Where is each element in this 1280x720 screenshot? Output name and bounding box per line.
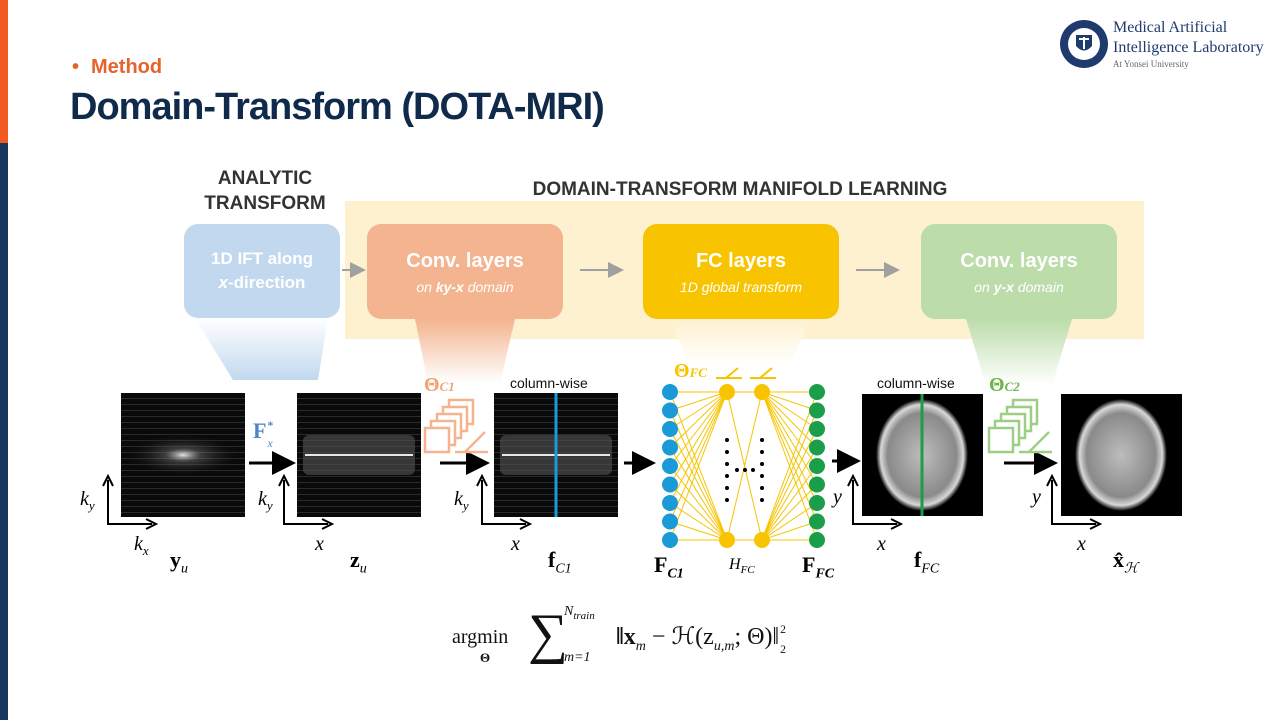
conv2-funnel	[966, 319, 1072, 385]
hidden-node	[719, 532, 735, 548]
hidden-node	[754, 532, 770, 548]
input-node	[662, 532, 678, 548]
axes-group	[102, 473, 1103, 530]
axis-label-x: x	[315, 533, 324, 555]
fc-ellipsis-dots	[725, 438, 764, 502]
var-Ffc: FFC	[802, 552, 835, 582]
var-yu: yu	[170, 547, 188, 577]
manifold-learning-header: DOMAIN-TRANSFORM MANIFOLD LEARNING	[532, 179, 948, 200]
input-node	[662, 495, 678, 511]
conv-layers-y-x-box: Conv. layers on y-x domain	[921, 224, 1117, 319]
ift-box: 1D IFT along x-direction	[184, 224, 340, 318]
column-wise-label: column-wise	[510, 375, 588, 391]
theta-c1: ΘC1	[424, 374, 455, 396]
output-node	[809, 532, 825, 548]
theta-fc: ΘFC	[674, 360, 707, 382]
activation-icons	[716, 367, 776, 379]
conv-filter-icon-c2	[987, 398, 1052, 454]
var-ffc: fFC	[914, 547, 940, 577]
theta-c2: ΘC2	[989, 374, 1020, 396]
output-node	[809, 495, 825, 511]
kspace-center	[123, 433, 243, 477]
column-wise-label: column-wise	[877, 375, 955, 391]
axis-label-kx: kx	[134, 533, 149, 558]
axis-label-ky: ky	[454, 488, 469, 513]
var-Hfc: HFC	[729, 556, 755, 577]
conv-layers-ky-x-box: Conv. layers on ky-x domain	[367, 224, 563, 319]
input-node	[662, 439, 678, 456]
ift-funnel	[195, 318, 328, 380]
output-node	[809, 384, 825, 400]
fc-layers-box: FC layers 1D global transform	[643, 224, 839, 319]
output-node	[809, 476, 825, 493]
university-seal-icon	[1060, 20, 1108, 68]
axis-label-y: y	[1032, 486, 1041, 508]
axis-label-ky: ky	[80, 488, 95, 513]
axis-label-x: x	[511, 533, 520, 555]
hidden-node	[754, 384, 770, 400]
input-node	[662, 476, 678, 493]
axis-label-ky: ky	[258, 488, 273, 513]
output-node	[809, 439, 825, 456]
input-node	[662, 458, 678, 474]
axis-label-x: x	[877, 533, 886, 555]
fc-network-nodes	[662, 384, 825, 548]
axis-label-x: x	[1077, 533, 1086, 555]
objective-formula: argmin Θ ∑ Ntrain m=1 ‖xm − ℋ(zu,m; Θ)‖2…	[452, 603, 786, 665]
var-Fc1: FC1	[654, 552, 684, 582]
output-node	[809, 513, 825, 530]
lab-logo-text: Medical Artificial Intelligence Laborato…	[1113, 19, 1264, 69]
output-node	[809, 402, 825, 419]
section-label: •Method	[72, 56, 163, 78]
output-node	[809, 458, 825, 474]
var-xh: x̂ℋ	[1113, 547, 1138, 577]
page-title: Domain-Transform (DOTA-MRI)	[70, 86, 605, 128]
hidden-node	[719, 384, 735, 400]
fc-funnel	[670, 319, 810, 365]
fx-symbol: F*x	[253, 418, 274, 450]
input-node	[662, 402, 678, 419]
conv-filter-icon-c1	[423, 398, 488, 454]
var-fc1: fC1	[548, 547, 572, 577]
output-node	[809, 421, 825, 437]
accent-bar-navy	[0, 143, 8, 720]
var-zu: zu	[350, 547, 367, 577]
conv1-funnel	[415, 319, 515, 383]
axis-label-y: y	[833, 486, 842, 508]
input-node	[662, 421, 678, 437]
input-node	[662, 384, 678, 400]
input-node	[662, 513, 678, 530]
accent-bar-orange	[0, 0, 8, 143]
fc-network-connections	[669, 391, 818, 541]
